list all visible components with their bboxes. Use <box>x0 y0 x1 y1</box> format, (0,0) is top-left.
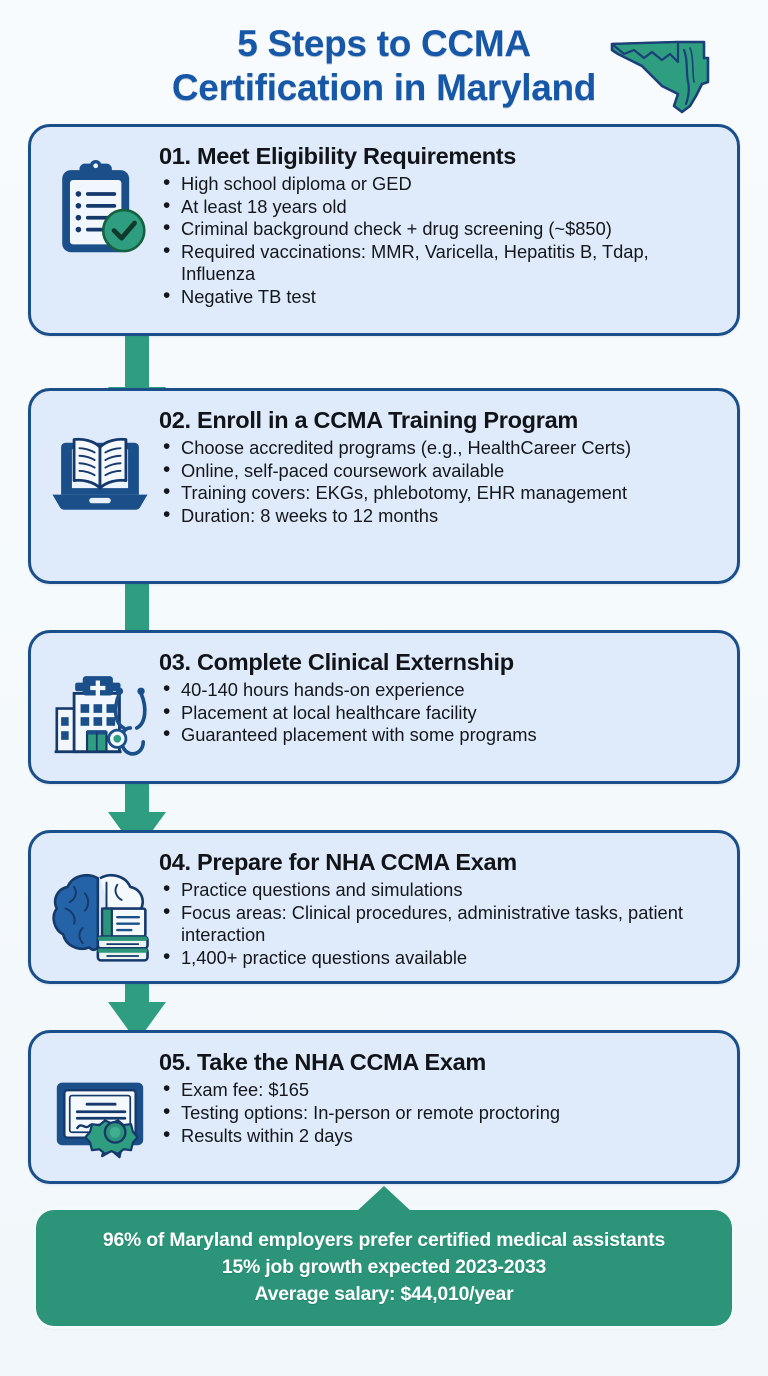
step-3-bullets: 40-140 hours hands-on experience Placeme… <box>159 678 721 747</box>
list-item: Results within 2 days <box>159 1124 721 1148</box>
step-4-icon-wrap <box>41 845 159 969</box>
step-5-icon-wrap <box>41 1045 159 1169</box>
list-item: Testing options: In-person or remote pro… <box>159 1101 721 1125</box>
stats-banner-zone: 96% of Maryland employers prefer certifi… <box>0 1186 768 1327</box>
step-3-icon-wrap <box>41 645 159 769</box>
list-item: Duration: 8 weeks to 12 months <box>159 504 721 528</box>
list-item: Criminal background check + drug screeni… <box>159 217 721 241</box>
list-item: Online, self-paced coursework available <box>159 459 721 483</box>
stats-banner: 96% of Maryland employers prefer certifi… <box>36 1186 732 1327</box>
step-2-body: 02. Enroll in a CCMA Training Program Ch… <box>159 403 723 527</box>
header: 5 Steps to CCMA Certification in Marylan… <box>0 0 768 114</box>
brain-books-icon <box>52 874 149 962</box>
step-card-4[interactable]: 04. Prepare for NHA CCMA Exam Practice q… <box>28 830 740 985</box>
step-5-body: 05. Take the NHA CCMA Exam Exam fee: $16… <box>159 1045 723 1147</box>
hospital-stethoscope-icon <box>54 676 147 756</box>
page-title-line-2: Certification in Maryland <box>171 67 597 108</box>
list-item: Placement at local healthcare facility <box>159 701 721 725</box>
list-item: 1,400+ practice questions available <box>159 946 721 970</box>
step-4-body: 04. Prepare for NHA CCMA Exam Practice q… <box>159 845 723 969</box>
list-item: Choose accredited programs (e.g., Health… <box>159 436 721 460</box>
step-1-body: 01. Meet Eligibility Requirements High s… <box>159 139 723 309</box>
laptop-book-icon <box>52 437 148 510</box>
list-item: Negative TB test <box>159 285 721 309</box>
stat-line-3: Average salary: $44,010/year <box>254 1283 514 1306</box>
step-5-bullets: Exam fee: $165 Testing options: In-perso… <box>159 1078 721 1148</box>
certificate-ribbon-icon <box>56 1082 144 1159</box>
stat-line-1: 96% of Maryland employers prefer certifi… <box>102 1229 666 1252</box>
step-1-bullets: High school diploma or GED At least 18 y… <box>159 172 721 309</box>
step-2-bullets: Choose accredited programs (e.g., Health… <box>159 436 721 528</box>
clipboard-check-icon <box>62 159 146 253</box>
list-item: Guaranteed placement with some programs <box>159 723 721 747</box>
list-item: 40-140 hours hands-on experience <box>159 678 721 702</box>
step-2-title: 02. Enroll in a CCMA Training Program <box>159 407 578 433</box>
step-3-title: 03. Complete Clinical Externship <box>159 649 514 675</box>
step-2-icon-wrap <box>41 403 159 527</box>
page-title-line-1: 5 Steps to CCMA <box>237 23 531 64</box>
step-1-title: 01. Meet Eligibility Requirements <box>159 143 517 169</box>
step-4-bullets: Practice questions and simulations Focus… <box>159 878 721 970</box>
steps-list: 01. Meet Eligibility Requirements High s… <box>0 124 768 1185</box>
list-item: Focus areas: Clinical procedures, admini… <box>159 901 721 947</box>
list-item: Exam fee: $165 <box>159 1078 721 1102</box>
step-1-icon-wrap <box>41 139 159 263</box>
step-3-body: 03. Complete Clinical Externship 40-140 … <box>159 645 723 747</box>
step-4-title: 04. Prepare for NHA CCMA Exam <box>159 849 517 875</box>
list-item: Training covers: EKGs, phlebotomy, EHR m… <box>159 481 721 505</box>
step-5-title: 05. Take the NHA CCMA Exam <box>159 1049 486 1076</box>
banner-notch-arrow-icon <box>356 1186 412 1213</box>
list-item: Practice questions and simulations <box>159 878 721 902</box>
step-card-5[interactable]: 05. Take the NHA CCMA Exam Exam fee: $16… <box>28 1030 740 1185</box>
step-card-2[interactable]: 02. Enroll in a CCMA Training Program Ch… <box>28 388 740 584</box>
stat-line-2: 15% job growth expected 2023-2033 <box>221 1256 547 1279</box>
step-card-3[interactable]: 03. Complete Clinical Externship 40-140 … <box>28 630 740 784</box>
step-card-1[interactable]: 01. Meet Eligibility Requirements High s… <box>28 124 740 336</box>
maryland-state-map-icon <box>610 40 710 114</box>
list-item: High school diploma or GED <box>159 172 721 196</box>
list-item: At least 18 years old <box>159 195 721 219</box>
list-item: Required vaccinations: MMR, Varicella, H… <box>159 240 721 286</box>
